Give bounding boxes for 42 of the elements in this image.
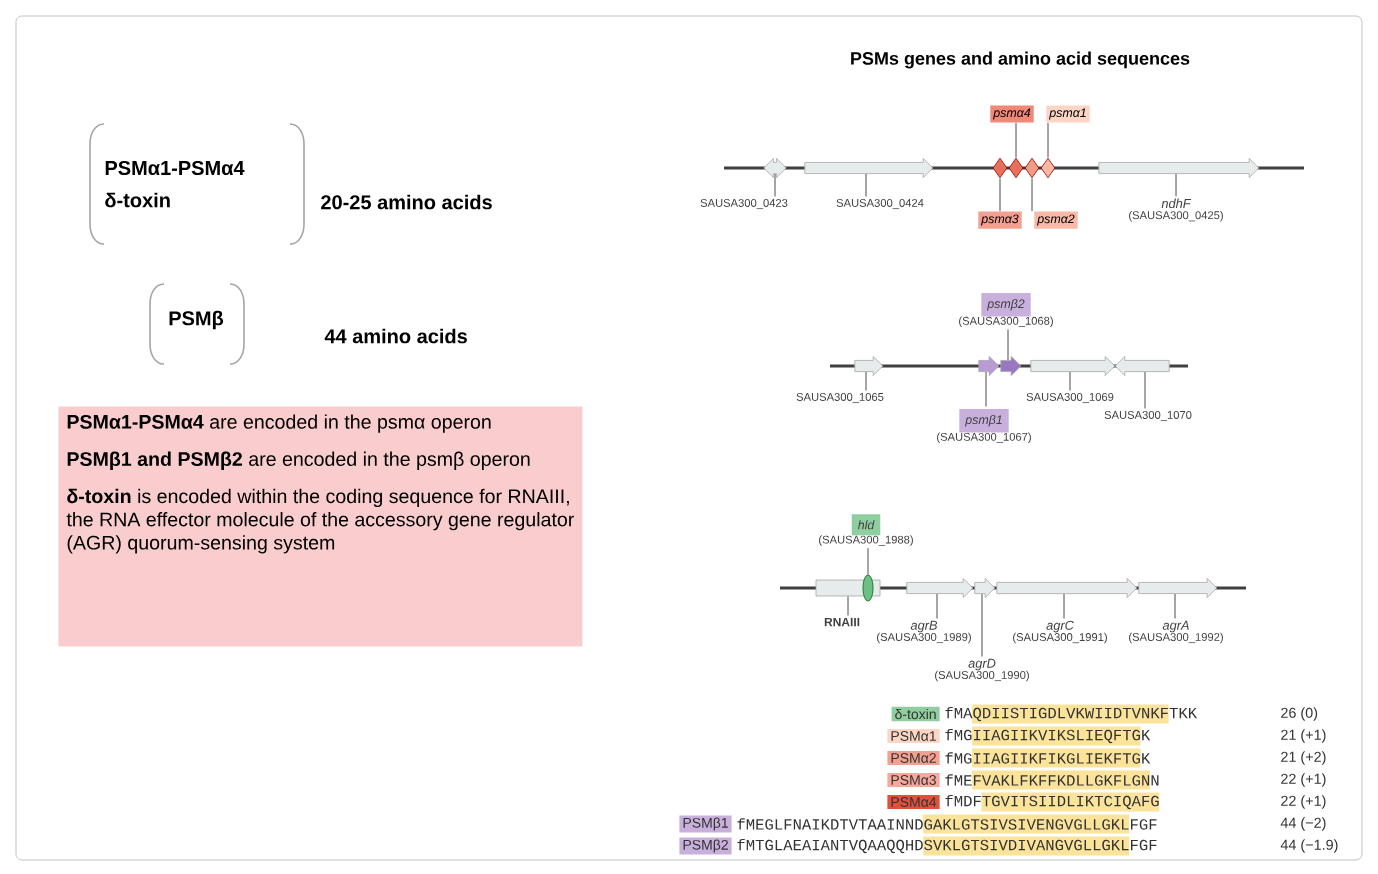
- gene-block: [1098, 158, 1260, 178]
- gene-block: [854, 356, 884, 376]
- gene-diamond: [992, 157, 1008, 179]
- leader-line: [1015, 122, 1017, 159]
- leader-line: [1144, 371, 1146, 410]
- leader-line: [1007, 328, 1009, 361]
- protein-label: 44 amino acids: [324, 328, 467, 344]
- leader-line: [774, 173, 776, 198]
- gene-block: [1114, 356, 1170, 376]
- leader-line: [1175, 173, 1177, 197]
- gene-block: [996, 578, 1138, 598]
- leader-line: [1069, 371, 1071, 392]
- leader-line: [865, 371, 867, 392]
- leader-line: [867, 547, 869, 576]
- protein-label: δ-toxin: [105, 192, 170, 208]
- protein-label: 20-25 amino acids: [321, 194, 492, 210]
- leader-line: [936, 593, 938, 619]
- gene-diamond: [1008, 157, 1024, 179]
- text-box: PSMα1-PSMα4 are encoded in the psmα operon PSMβ1 and PSMβ2 are encoded in the psmβ operon δ-toxin is encoded within the coding sequence for RNAIII, the RNA effector molecule of the accessory gene regulator (AGR) quorum-sensing system: [58, 406, 583, 647]
- gene-block: [763, 158, 787, 178]
- leader-line: [999, 177, 1001, 212]
- gene-block: [906, 578, 974, 598]
- leader-line: [981, 593, 983, 657]
- title: PSMs genes and amino acid sequences: [851, 51, 1190, 69]
- leader-line: [1047, 122, 1049, 159]
- gene-block: [978, 356, 1000, 376]
- gene-diamond: [1024, 157, 1040, 179]
- gene-block: [1138, 578, 1218, 598]
- gene-block: [1030, 356, 1116, 376]
- gene-block: [974, 578, 996, 598]
- leader-line: [1031, 177, 1033, 212]
- gene-block: [1000, 356, 1022, 376]
- leader-line: [865, 173, 867, 198]
- protein-label: PSMβ: [169, 310, 224, 330]
- protein-label: PSMα1-PSMα4: [105, 160, 245, 176]
- leader-line: [847, 595, 849, 616]
- leader-line: [1063, 593, 1065, 619]
- leader-line: [985, 371, 987, 408]
- gene-diamond: [1040, 157, 1056, 179]
- leader-line: [1174, 593, 1176, 619]
- gene-block: [804, 158, 934, 178]
- gene-oval: [862, 574, 874, 602]
